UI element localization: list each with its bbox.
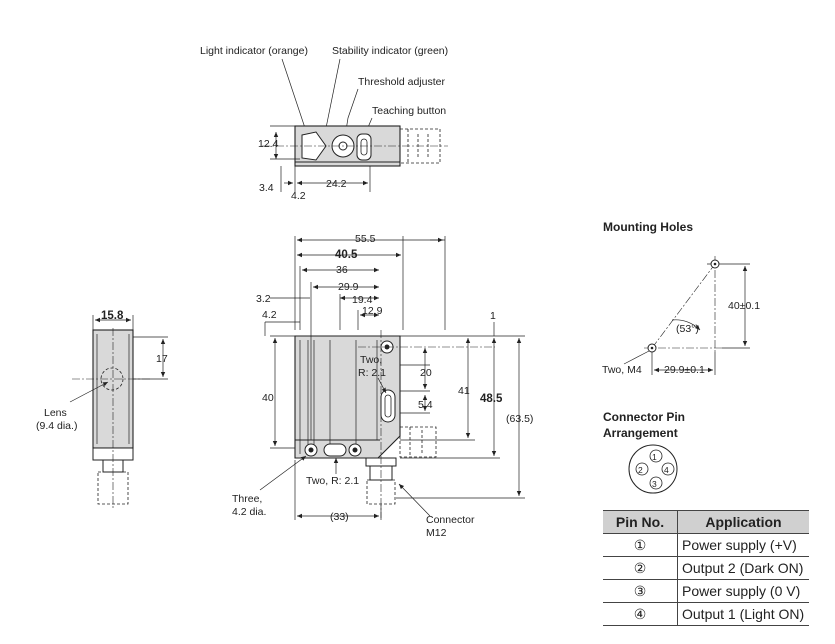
connector-pin-arrangement: Connector Pin Arrangement 1 2 3 4	[603, 410, 685, 494]
mh-dim-29-9: 29.9±0.1	[664, 364, 705, 376]
mounting-holes: Mounting Holes 40±0.1 (53°) 29.9±0.1 Two…	[602, 220, 760, 376]
three-dia-label: 4.2 dia.	[232, 506, 266, 518]
dim-17: 17	[156, 353, 168, 365]
threshold-adjuster-label: Threshold adjuster	[358, 76, 445, 88]
dim-48-5: 48.5	[480, 393, 503, 405]
mount-slot-bottom	[323, 443, 347, 457]
pin-table: Pin No. Application ① Power supply (+V) …	[603, 510, 809, 626]
connector-label: Connector	[426, 514, 475, 526]
application-cell: Output 2 (Dark ON)	[677, 556, 809, 580]
application-header: Application	[677, 510, 809, 534]
pin-cell: ③	[603, 579, 678, 603]
teaching-button-label: Teaching button	[372, 105, 446, 117]
pin-4: 4	[664, 465, 669, 475]
dim-40: 40	[262, 392, 274, 404]
dim-5-4: 5.4	[418, 399, 433, 411]
top-view: Light indicator (orange) Stability indic…	[200, 45, 448, 202]
teaching-button-shape	[356, 133, 372, 161]
front-body	[294, 335, 401, 459]
pin-no-header: Pin No.	[603, 510, 678, 534]
cp-title-1: Connector Pin	[603, 410, 685, 424]
dim-3-2: 3.2	[256, 293, 271, 305]
table-row: ③ Power supply (0 V)	[603, 579, 809, 603]
dim-24-2: 24.2	[326, 178, 347, 190]
dim-4-2-front: 4.2	[262, 309, 277, 321]
two-r-bottom-label: Two, R: 2.1	[306, 475, 359, 487]
cp-title-2: Arrangement	[603, 426, 678, 440]
two-r-label: Two,	[360, 354, 382, 366]
dim-41: 41	[458, 385, 470, 397]
lens-label: Lens	[44, 407, 67, 419]
table-row: ④ Output 1 (Light ON)	[603, 602, 809, 626]
dim-55-5: 55.5	[355, 233, 376, 245]
application-cell: Power supply (+V)	[677, 533, 809, 557]
pin-cell: ①	[603, 533, 678, 557]
lens-circle	[100, 367, 124, 391]
dim-33: (33)	[330, 511, 349, 523]
dim-19-4: 19.4	[352, 294, 373, 306]
dim-15-8: 15.8	[101, 310, 124, 322]
mounting-holes-title: Mounting Holes	[603, 220, 693, 234]
table-row: ① Power supply (+V)	[603, 533, 809, 557]
side-view: 15.8 17 Lens (9.4 dia.)	[36, 310, 168, 510]
dim-1: 1	[490, 310, 496, 322]
dim-40-5: 40.5	[335, 249, 358, 261]
dim-20: 20	[420, 367, 432, 379]
mh-angle: (53°)	[676, 323, 699, 335]
dim-12-4: 12.4	[258, 138, 279, 150]
pin-cell: ④	[603, 602, 678, 626]
dim-4-2: 4.2	[291, 190, 306, 202]
three-label: Three,	[232, 493, 262, 505]
dim-3-4: 3.4	[259, 182, 274, 194]
stability-indicator-label: Stability indicator (green)	[332, 45, 448, 57]
pin-3: 3	[652, 479, 657, 489]
mh-two-m4: Two, M4	[602, 364, 642, 376]
application-cell: Output 1 (Light ON)	[677, 602, 809, 626]
light-indicator-label: Light indicator (orange)	[200, 45, 308, 57]
pin-cell: ②	[603, 556, 678, 580]
r-2-1-label: R: 2.1	[358, 367, 386, 379]
dim-12-9: 12.9	[362, 305, 383, 317]
lens-dia-label: (9.4 dia.)	[36, 420, 77, 432]
table-row: ② Output 2 (Dark ON)	[603, 556, 809, 580]
application-cell: Power supply (0 V)	[677, 579, 809, 603]
pin-2: 2	[638, 465, 643, 475]
pin-1: 1	[652, 452, 657, 462]
connector-face	[628, 444, 678, 494]
front-view: 55.5 40.5 36 29.9 19.4 12.9 3.2 4.2 1 40…	[232, 233, 533, 539]
connector-m12-label: M12	[426, 527, 447, 539]
dim-36: 36	[336, 264, 348, 276]
dim-29-9: 29.9	[338, 281, 359, 293]
dim-63-5: (63.5)	[506, 413, 533, 425]
mh-dim-40: 40±0.1	[728, 300, 760, 312]
